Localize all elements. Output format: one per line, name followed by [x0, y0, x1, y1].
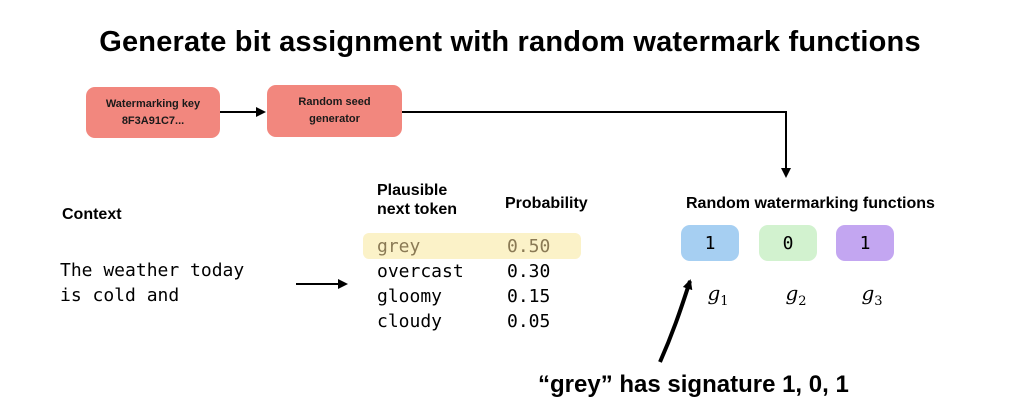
token-row-2: overcast	[377, 261, 464, 282]
token-row-4: cloudy	[377, 311, 443, 332]
prob-row-1: 0.50	[507, 236, 551, 257]
prob-row-3: 0.15	[507, 286, 551, 307]
functions-header: Random watermarking functions	[686, 195, 935, 212]
signature-caption: “grey” has signature 1, 0, 1	[538, 371, 849, 398]
watermarking-key-box: Watermarking key 8F3A91C7...	[86, 87, 220, 138]
selected-token-highlight	[363, 233, 581, 259]
token-header-line-1: Plausible	[377, 182, 448, 199]
token-row-3: gloomy	[377, 286, 443, 307]
function-g3-value: 1	[836, 225, 894, 261]
token-row-1: grey	[377, 236, 421, 257]
context-text: The weather today is cold and	[60, 258, 244, 308]
function-g3-label: g3	[861, 281, 883, 309]
seed-to-functions-arrow	[402, 111, 791, 178]
seed-generator-label-line1: Random seed	[298, 96, 371, 108]
context-header: Context	[62, 206, 122, 223]
random-seed-generator-box: Random seed generator	[267, 85, 402, 137]
context-line-1: The weather today	[60, 260, 245, 281]
function-g2-label: g2	[785, 281, 807, 309]
function-g1-value: 1	[681, 225, 739, 261]
prob-row-2: 0.30	[507, 261, 551, 282]
watermarking-key-label: Watermarking key	[105, 97, 201, 110]
prob-row-4: 0.05	[507, 311, 551, 332]
token-header: Plausible next token	[377, 181, 457, 219]
probability-header: Probability	[505, 195, 588, 212]
function-g1-label: g1	[707, 281, 729, 309]
watermarking-key-value: 8F3A91C7...	[121, 114, 185, 127]
function-g2-value: 0	[759, 225, 817, 261]
page-title: Generate bit assignment with random wate…	[99, 26, 921, 58]
token-header-line-2: next token	[377, 201, 458, 218]
seed-generator-label-line2: generator	[309, 113, 360, 125]
signature-curved-arrow	[658, 279, 693, 363]
context-line-2: is cold and	[60, 285, 180, 306]
